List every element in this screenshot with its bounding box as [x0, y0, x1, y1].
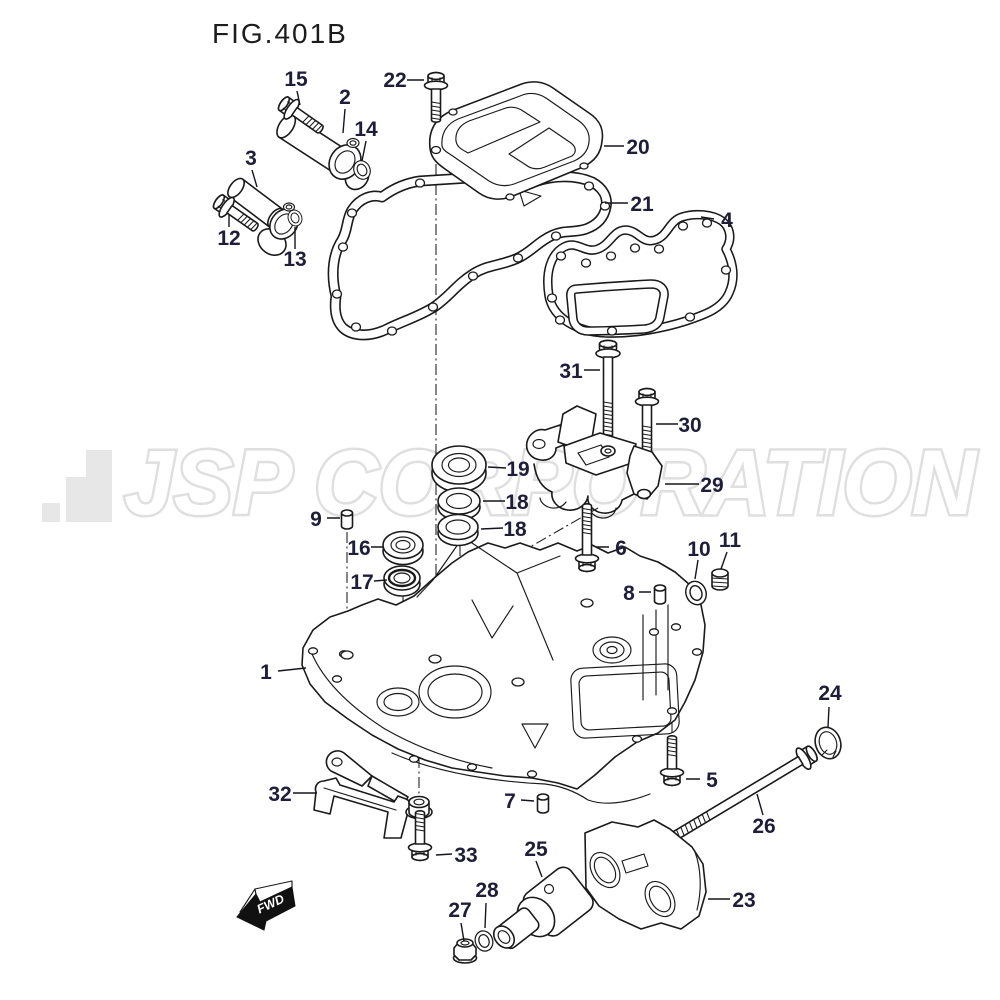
part-label-27: 27 [448, 899, 471, 922]
part-7-pin [536, 793, 550, 814]
part-label-8: 8 [623, 582, 635, 605]
part-25-mount-damper [492, 866, 594, 950]
part-label-30: 30 [678, 414, 701, 437]
part-label-28: 28 [475, 879, 499, 902]
part-31-bolt [595, 339, 621, 444]
part-9-pin [340, 509, 354, 530]
part-18-seal-lower [437, 513, 479, 547]
part-label-10: 10 [687, 538, 710, 561]
part-5-bolt [659, 734, 685, 787]
part-label-18a: 18 [505, 491, 529, 514]
part-label-13: 13 [283, 248, 306, 271]
part-label-29: 29 [700, 474, 723, 497]
part-label-2: 2 [339, 86, 351, 109]
part-label-1: 1 [260, 661, 272, 684]
part-label-14: 14 [354, 118, 378, 141]
part-1-engine-holder [301, 536, 706, 804]
part-2-holder [276, 113, 370, 191]
part-label-19: 19 [506, 458, 529, 481]
part-20-cover [428, 81, 604, 201]
part-label-23: 23 [732, 889, 755, 912]
part-label-32: 32 [268, 783, 291, 806]
part-label-17: 17 [350, 571, 373, 594]
part-4-gasket [543, 209, 738, 338]
fwd-arrow: FWD [236, 880, 296, 931]
part-label-21: 21 [630, 193, 654, 216]
leader-lines [228, 79, 830, 942]
part-label-16: 16 [347, 537, 370, 560]
part-label-12: 12 [217, 227, 240, 250]
part-27-nut [452, 938, 478, 964]
part-label-18b: 18 [503, 518, 527, 541]
part-label-22: 22 [383, 69, 406, 92]
part-label-26: 26 [752, 815, 775, 838]
part-11-plug [711, 568, 729, 591]
part-label-25: 25 [524, 838, 548, 861]
part-label-15: 15 [284, 68, 308, 91]
part-label-24: 24 [818, 682, 842, 705]
part-label-31: 31 [559, 360, 583, 383]
figure-title: FIG.401B [212, 18, 348, 49]
part-label-7: 7 [504, 790, 516, 813]
part-label-3: 3 [245, 147, 257, 170]
part-label-11: 11 [719, 529, 742, 552]
part-label-20: 20 [626, 136, 649, 159]
part-19-bearing [431, 445, 487, 493]
part-3-holder [227, 177, 299, 256]
part-label-9: 9 [310, 508, 322, 531]
part-23-mount-bracket [584, 819, 707, 930]
drawing [208, 71, 842, 964]
part-8-pin [653, 584, 667, 605]
part-32-bracket [313, 750, 411, 839]
callout-labels: 15 2 14 3 12 13 22 20 21 4 31 30 29 19 1… [217, 68, 842, 922]
part-17-seal [383, 565, 421, 597]
part-16-bearing [382, 530, 424, 566]
part-18-seal-upper [437, 487, 481, 521]
part-label-5: 5 [706, 769, 718, 792]
part-24-cap [814, 726, 842, 760]
part-label-6: 6 [615, 537, 627, 560]
part-26-bolt [662, 740, 822, 851]
part-label-4: 4 [721, 209, 733, 232]
fwd-arrow-shape [236, 886, 296, 931]
part-label-33: 33 [454, 844, 477, 867]
jsp-logo-mark [42, 450, 112, 522]
